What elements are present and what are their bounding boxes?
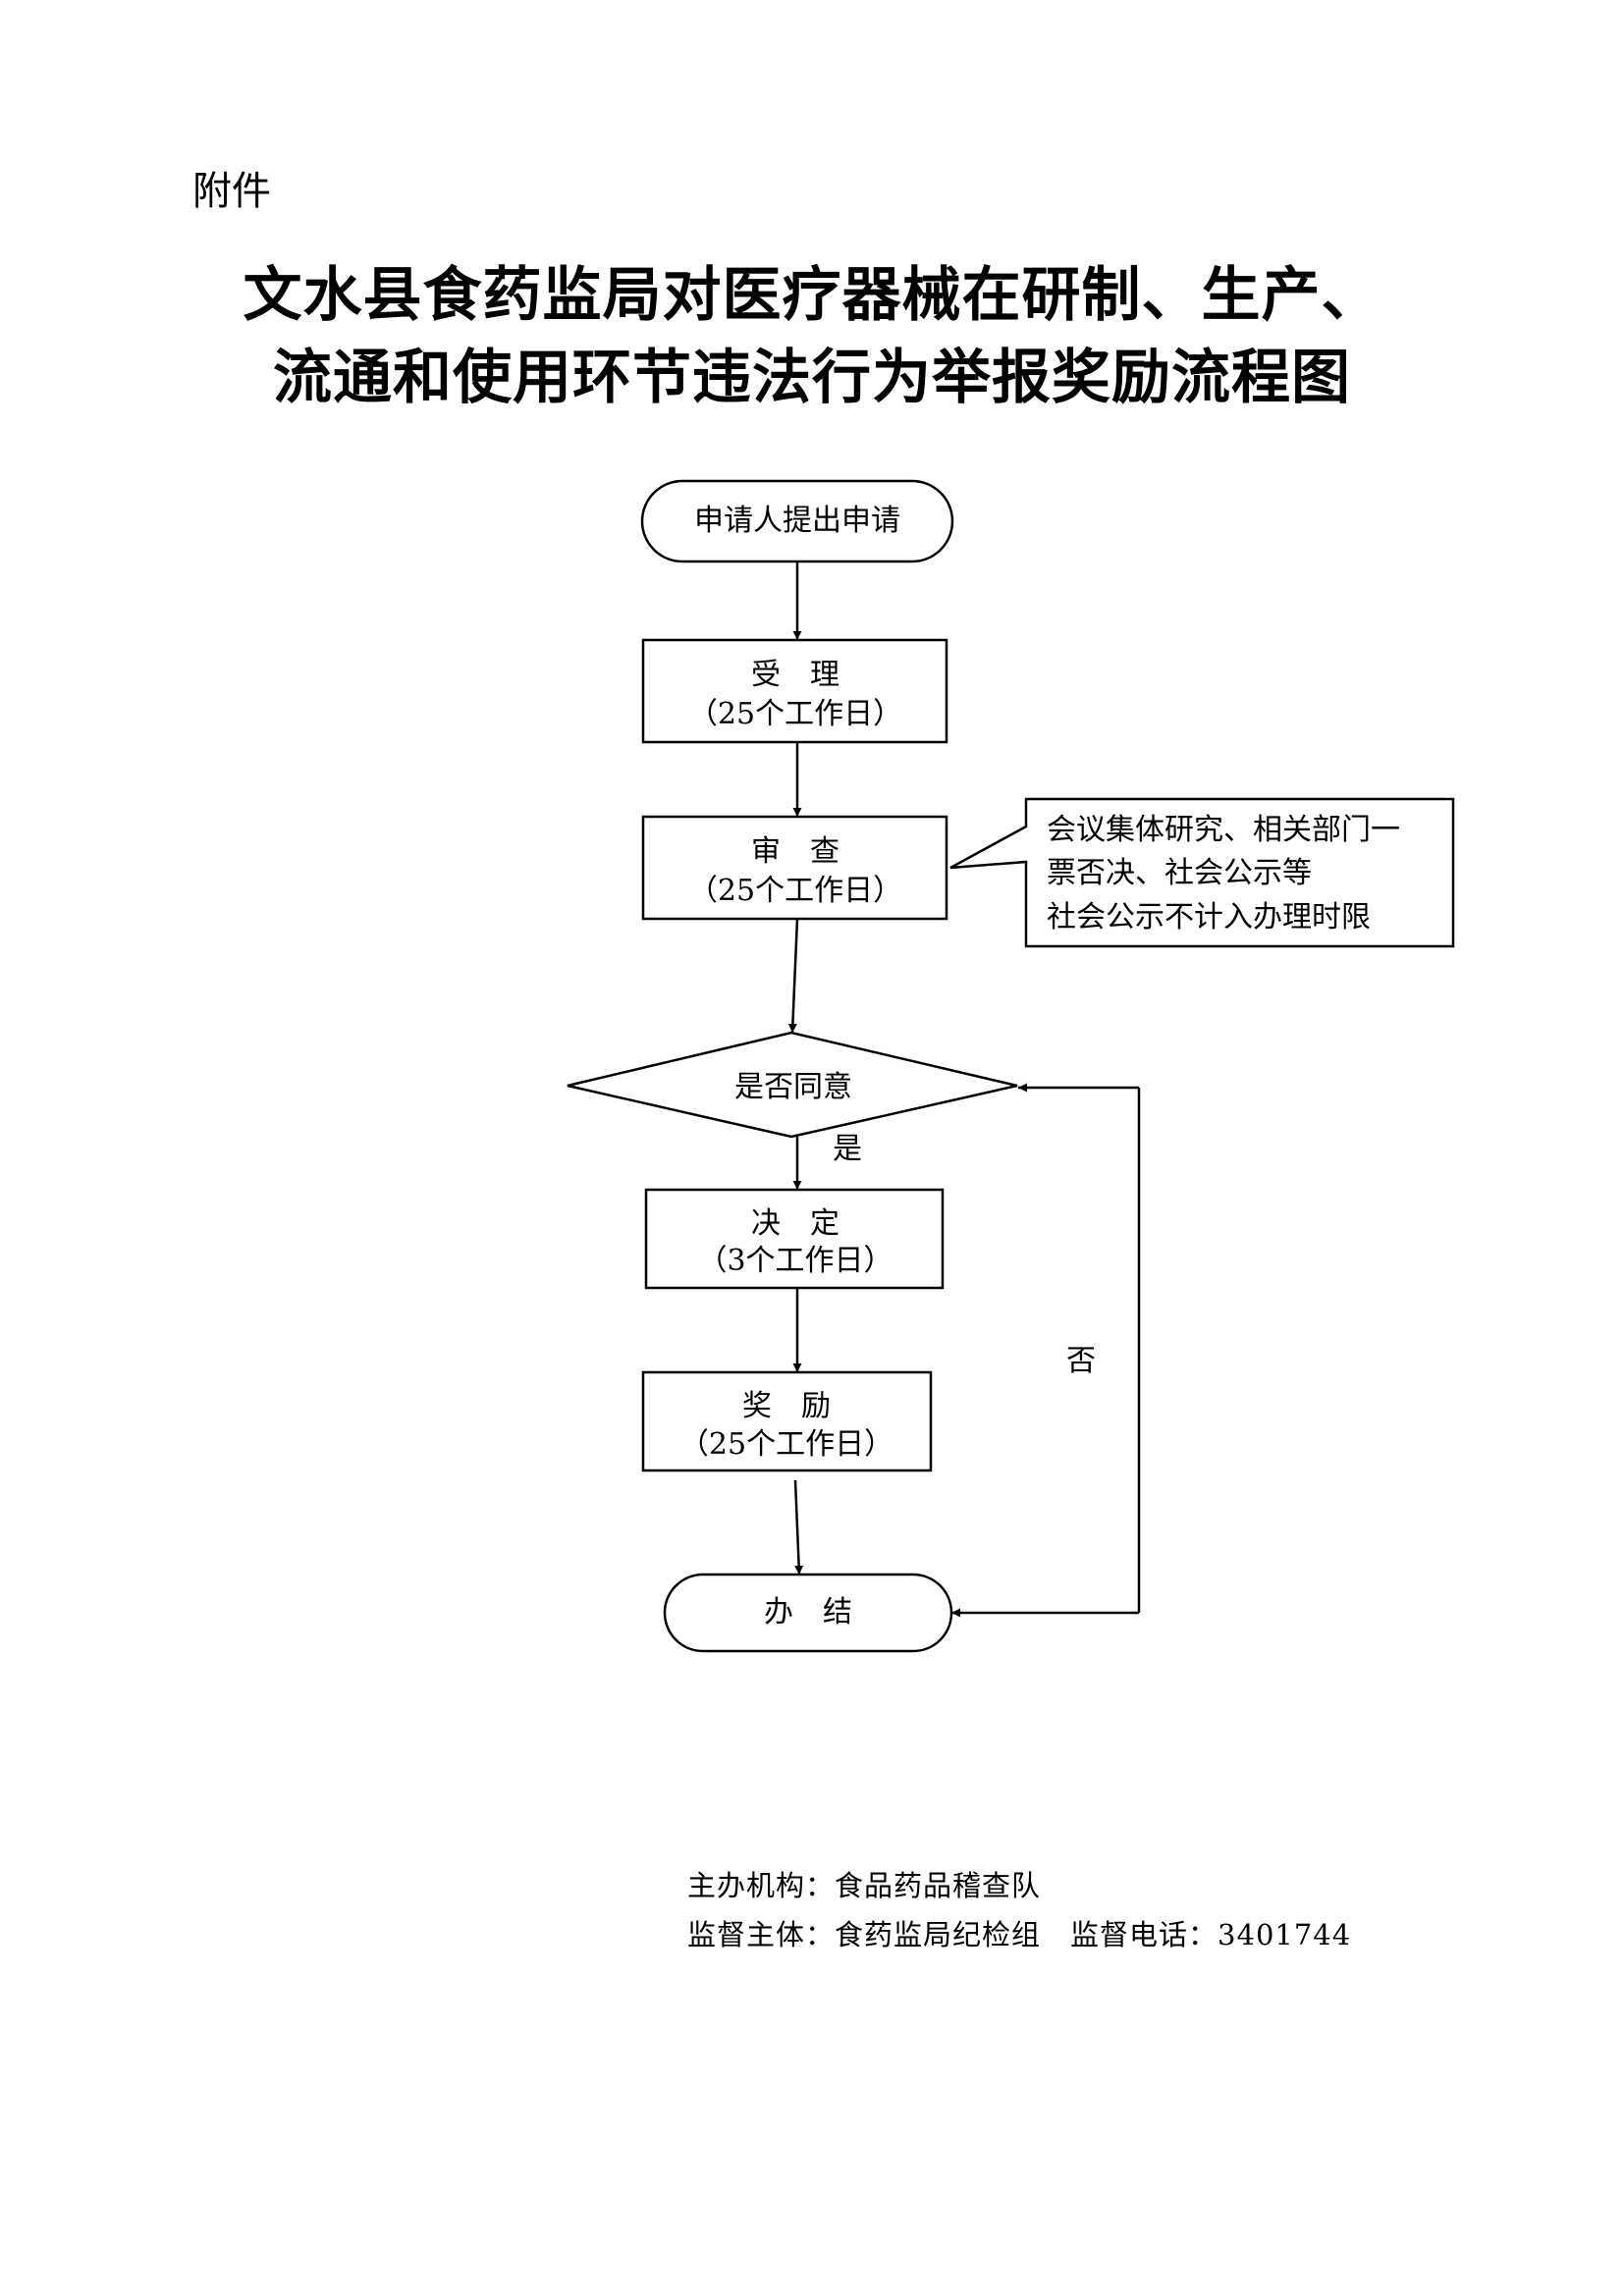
decide-node-name: 决 定	[751, 1206, 839, 1241]
accept-node-name: 受 理	[751, 658, 839, 692]
organizer-value: 食品药品稽查队	[835, 1869, 1042, 1902]
end-node-label: 办 结	[764, 1595, 852, 1629]
review-node-days: （25个工作日）	[688, 874, 902, 908]
review-note-line2: 票否决、社会公示等	[1047, 856, 1312, 890]
arrow-reward-end	[793, 1479, 804, 1575]
page-title-line2: 流通和使用环节违法行为举报奖励流程图	[273, 344, 1351, 412]
footer-organizer-line: 主办机构：食品药品稽查队	[687, 1863, 1041, 1904]
yes-label: 是	[833, 1132, 862, 1166]
reward-node	[641, 1370, 933, 1472]
review-note-callout	[949, 797, 1455, 948]
review-node	[641, 815, 948, 921]
reward-node-days: （25个工作日）	[679, 1427, 893, 1462]
page-title-line1: 文水县食药监局对医疗器械在研制、生产、	[243, 261, 1381, 330]
start-node-label: 申请人提出申请	[694, 504, 900, 538]
review-note-line1: 会议集体研究、相关部门一	[1047, 813, 1400, 847]
footer-supervisor-line: 监督主体：食药监局纪检组 监督电话：3401744	[687, 1912, 1351, 1953]
supervisor-label: 监督主体：	[687, 1918, 836, 1951]
reward-node-name: 奖 励	[742, 1389, 831, 1423]
supervisor-value: 食药监局纪检组	[835, 1918, 1042, 1951]
decide-node	[644, 1188, 945, 1290]
phone-label: 监督电话：	[1070, 1918, 1218, 1951]
organizer-label: 主办机构：	[687, 1869, 836, 1902]
decide-node-days: （3个工作日）	[697, 1244, 893, 1278]
attachment-label: 附件	[192, 169, 271, 214]
no-label: 否	[1066, 1344, 1096, 1378]
decision-node	[567, 1031, 1018, 1139]
review-node-name: 审 查	[751, 834, 839, 869]
accept-node-days: （25个工作日）	[688, 697, 902, 731]
accept-node	[641, 638, 948, 744]
arrow-review-decision	[787, 918, 799, 1034]
phone-value: 3401744	[1218, 1918, 1352, 1951]
decision-node-label: 是否同意	[734, 1070, 852, 1104]
review-note-line3: 社会公示不计入办理时限	[1047, 900, 1371, 934]
